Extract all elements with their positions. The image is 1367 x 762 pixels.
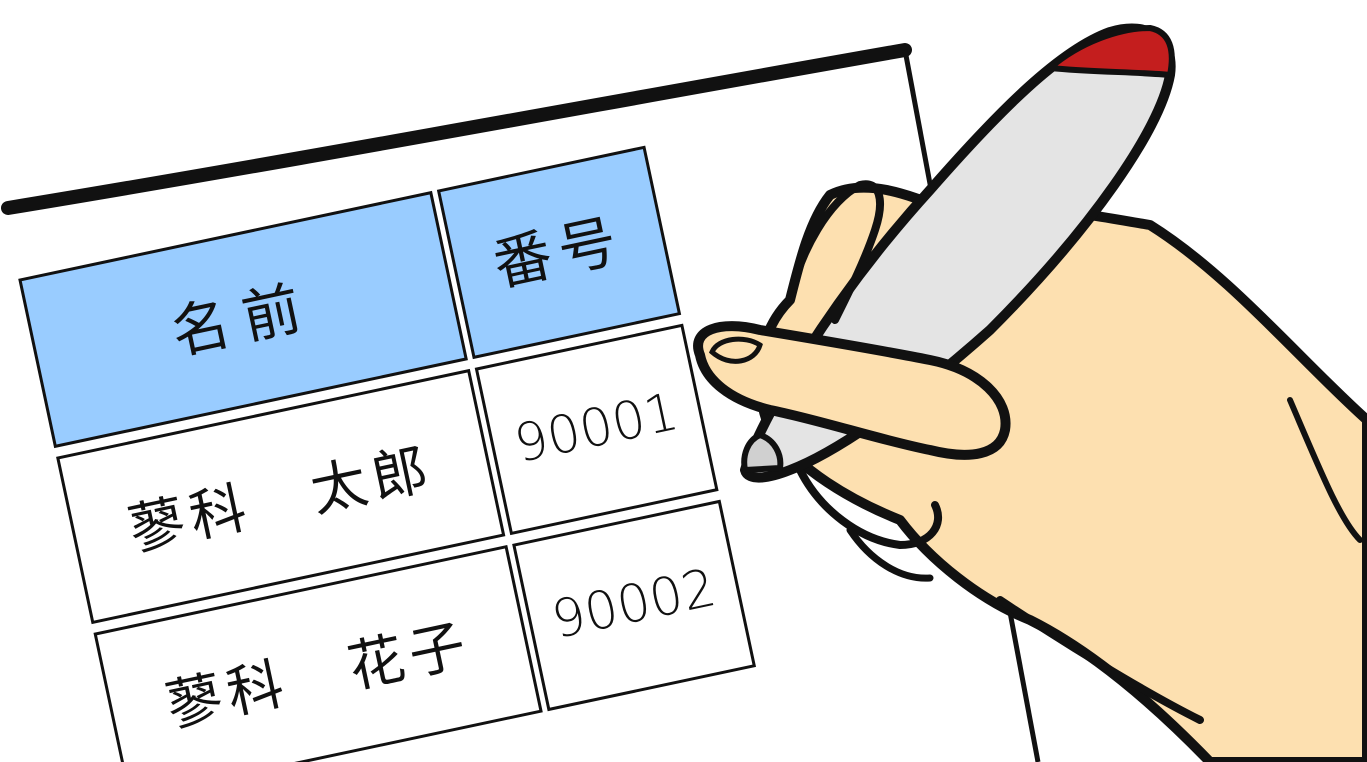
table-row: 蓼科 花子 90002	[93, 499, 757, 762]
wrist-line	[996, 596, 1204, 724]
palm-crease	[1287, 397, 1363, 543]
curled-finger-1	[796, 466, 943, 550]
header-row: 名前 番号	[18, 145, 682, 449]
row-2-name-cell	[93, 544, 543, 762]
pen-tip	[741, 431, 784, 474]
row-1-name-cell	[56, 368, 506, 625]
header-cell-number	[436, 145, 682, 360]
data-table: 名前 番号 蓼科 太郎 90001 蓼科 花子 90002	[18, 145, 757, 762]
index-finger	[786, 180, 884, 324]
thumb	[693, 321, 1011, 460]
table-row: 蓼科 太郎 90001	[56, 323, 719, 625]
header-cell-name	[18, 190, 468, 449]
curled-finger-2	[846, 526, 934, 582]
row-1-number-cell	[474, 323, 719, 536]
thumbnail	[708, 336, 763, 364]
row-2-number-cell	[512, 499, 757, 712]
hand-with-pen	[693, 23, 1367, 762]
pen-cap	[1047, 25, 1175, 78]
